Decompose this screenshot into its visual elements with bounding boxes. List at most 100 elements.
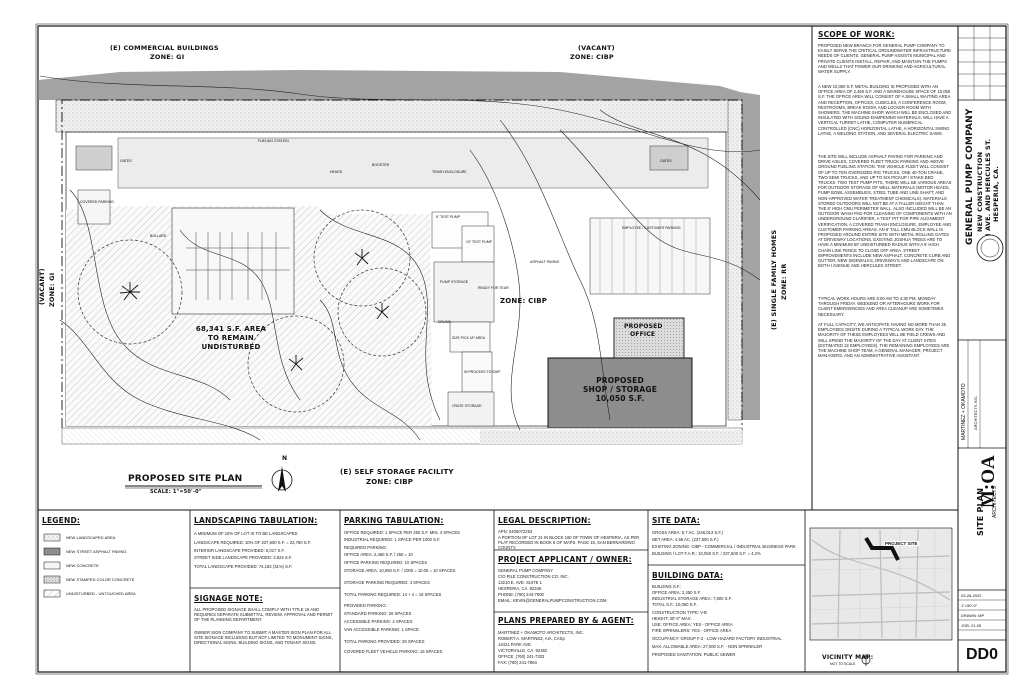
building-data-line: CONSTRUCTION TYPE: V-B <box>652 610 707 615</box>
west-label: (VACANT) <box>38 268 46 305</box>
landscaping-line: INTERIOR LANDSCAPE PROVIDED: 5,017 S.F. <box>194 548 285 553</box>
shop-label-line1: PROPOSED <box>596 376 644 385</box>
north-arrow-label: N <box>282 455 288 462</box>
landscaping-line: STREET SIDE LANDSCAPE PROVIDED: 3,824 S.… <box>194 555 293 560</box>
plan-label: COVERED PARKING <box>80 200 114 204</box>
prepared-line: ROBERT A. MARTINEZ, AIA, CASp <box>498 636 565 641</box>
signage-heading: SIGNAGE NOTE: <box>194 594 263 603</box>
building-data-line: MAX. ALLOWABLE AREA: 27,000 S.F. - NON S… <box>652 644 763 649</box>
vicinity-project-tag: PROJECT SITE <box>884 541 919 546</box>
site-data-line: EXISTING ZONING: CIBP - COMMERCIAL / IND… <box>652 544 796 549</box>
building-data-line: TOTAL S.F.: 10,050 S.F. <box>652 602 697 607</box>
sheet-drawn: DRAWN: MP <box>961 613 985 618</box>
north-east-zone: ZONE: CIBP <box>570 53 614 61</box>
plan-label: SIZE PICK UP AREA <box>452 336 486 340</box>
plan-label: TRASH ENCLOSURE <box>432 170 467 174</box>
firm-sub: ARCHITECTS INC. <box>973 395 978 430</box>
legal-line: A PORTION OF LOT 21 IN BLOCK 160 OF TOWN… <box>498 535 640 551</box>
parking-line: VAN ACCESSIBLE PARKING: 1 SPACE <box>344 627 419 632</box>
legend-item: UNDISTURBED - UNTOUCHED AREA <box>66 591 136 596</box>
building-data-heading: BUILDING DATA: <box>652 571 724 580</box>
scope-paragraph: PROPOSED NEW BRANCH FOR GENERAL PUMP COM… <box>818 43 952 75</box>
building-data-line: HEIGHT: 30'-0" MAX. <box>652 616 692 621</box>
legal-line: APN: 0405072253 <box>498 529 533 534</box>
office-label-line1: PROPOSED <box>624 323 663 330</box>
parking-line: TOTAL PARKING PROVIDED: 29 SPACES <box>344 639 425 644</box>
scope-paragraph: THE SITE WILL INCLUDE ASPHALT PAVING FOR… <box>818 154 952 269</box>
undisturbed-area-line2: TO REMAIN <box>208 334 254 342</box>
plan-label: GATES <box>120 159 132 163</box>
vicinity-scale: NOT TO SCALE <box>830 662 856 666</box>
firm-logo-sub: ARCHITECTS <box>992 486 998 518</box>
landscaping-line: TOTAL LANDSCAPE PROVIDED: 74,182 (31%) S… <box>194 564 293 569</box>
parking-line: COVERED FLEET VEHICLE PARKING: 16 SPACES <box>344 649 443 654</box>
applicant-line: 13210 E. AVE. SUITE 1 <box>498 580 542 585</box>
signage-line: OWNER SIGN COMPANY TO SUBMIT A MASTER SI… <box>194 630 333 646</box>
shop-label-line2: SHOP / STORAGE <box>582 385 658 394</box>
plan-label: BOOSTER <box>372 163 390 167</box>
prepared-line: VICTORVILLE, CA. 92392 <box>498 648 548 653</box>
parking-line: OFFICE AREA: 2,450 S.F. / 250 = 10 <box>344 552 413 557</box>
project-street: I AVE. AND HERCULES ST. <box>984 138 992 236</box>
applicant-line: EMAIL: KEVIN@GENERALPUMPCONSTRUCTION.COM <box>498 598 607 603</box>
site-zone-label: ZONE: CIBP <box>500 297 548 305</box>
scope-paragraph: A NEW 10,050 S.F. METAL BUILDING IS PROP… <box>818 84 952 136</box>
plan-label: HEADS <box>330 170 343 174</box>
office-label-line2: OFFICE <box>630 331 656 338</box>
company-name: GENERAL PUMP COMPANY <box>965 108 975 245</box>
plan-label: ASPHALT PAVING <box>530 260 560 264</box>
sheet-title: SITE PLAN <box>976 487 985 536</box>
firm-name: MARTINEZ + OKAMOTO <box>961 383 967 440</box>
parking-heading: PARKING TABULATION: <box>344 516 444 525</box>
building-data-line: USE: OFFICE AREA: YES - OFFICE AREA <box>652 622 733 627</box>
scope-heading: SCOPE OF WORK: <box>818 30 895 39</box>
plan-label: 6" TEST PUMP <box>436 215 461 219</box>
legend-item: NEW STAMPED COLOR CONCRETE <box>66 577 135 582</box>
parking-line: STORAGE PARKING REQUIRED: 4 SPACES <box>344 580 430 585</box>
applicant-line: GENERAL PUMP COMPANY <box>498 568 554 573</box>
prepared-line: OFFICE: (760) 241-7333 <box>498 654 545 659</box>
north-neighbor-label: (E) COMMERCIAL BUILDINGS <box>110 44 219 52</box>
plan-label: CRATE STORAGE <box>452 404 482 408</box>
shop-label-line3: 10,050 S.F. <box>595 394 645 403</box>
south-label: (E) SELF STORAGE FACILITY <box>340 468 454 476</box>
sheet-job: JOB: 21-05 <box>961 623 982 628</box>
legend-item: NEW LANDSCAPED AREA <box>66 535 116 540</box>
parking-line: STANDARD PARKING: 26 SPACES <box>344 611 412 616</box>
applicant-line: PHONE: (760) 244-7000 <box>498 592 544 597</box>
building-data-line: PROPOSED SANITATION: PUBLIC SEWER <box>652 652 736 657</box>
prepared-line: 14421 PARK AVE. <box>498 642 533 647</box>
north-east-label: (VACANT) <box>578 44 615 52</box>
plan-label: 10" TEST PUMP <box>466 240 493 244</box>
prepared-line: MARTINEZ + OKAMOTO ARCHITECTS, INC. <box>498 630 584 635</box>
vicinity-heading: VICINITY MAP: <box>822 654 874 661</box>
site-data-line: BUILDING / LOT F.A.R.: 10,050 S.F. / 237… <box>652 551 761 556</box>
east-zone: ZONE: RR <box>780 263 788 300</box>
parking-line: OFFICE REQUIRED: 1 SPACE PER 250 S.F. MI… <box>344 530 460 535</box>
prepared-line: FAX: (760) 241-7864 <box>498 660 537 665</box>
plan-scale: SCALE: 1"=50'-0" <box>150 489 202 495</box>
parking-line: ACCESSIBLE PARKING: 2 SPACES <box>344 619 413 624</box>
applicant-line: C/O PILE CONSTRUCTION CO. INC. <box>498 574 569 579</box>
building-data-line: INDUSTRIAL STORAGE AREA: 7,600 S.F. <box>652 596 732 601</box>
plan-label: EMPLOYEE / CUSTOMER PARKING <box>622 226 681 230</box>
plan-label: IN PROCESS TO SHIP <box>464 370 501 374</box>
north-arrow-icon <box>271 466 293 492</box>
undisturbed-area-line1: 68,341 S.F. AREA <box>195 325 267 333</box>
building-data-line: FIRE SPRINKLERS: YES - OFFICE AREA <box>652 628 732 633</box>
plan-label: FUELING STATION <box>258 139 289 143</box>
legend-item: NEW STREET ASPHALT PAVING <box>66 549 127 554</box>
north-neighbor-zone: ZONE: GI <box>150 53 185 61</box>
plan-label: GATES <box>660 159 672 163</box>
site-data-line: NET AREA: 4.56 AC. (237,600 S.F.) <box>652 537 719 542</box>
plan-label: PUMP STORAGE <box>440 280 469 284</box>
project-type: NEW CONSTRUCTION <box>976 151 984 232</box>
building-data-line: OCCUPANCY: GROUP F-2 - LOW HAZARD FACTOR… <box>652 636 782 641</box>
site-data-line: GROSS AREA: 5.7 AC. (246,013 S.F.) <box>652 530 723 535</box>
signage-line: ALL PROPOSED SIGNAGE SHALL COMPLY WITH T… <box>194 607 333 623</box>
east-label: (E) SINGLE FAMILY HOMES <box>770 229 778 330</box>
undisturbed-area-line3: UNDISTURBED <box>201 343 261 351</box>
legal-heading: LEGAL DESCRIPTION: <box>498 516 591 525</box>
